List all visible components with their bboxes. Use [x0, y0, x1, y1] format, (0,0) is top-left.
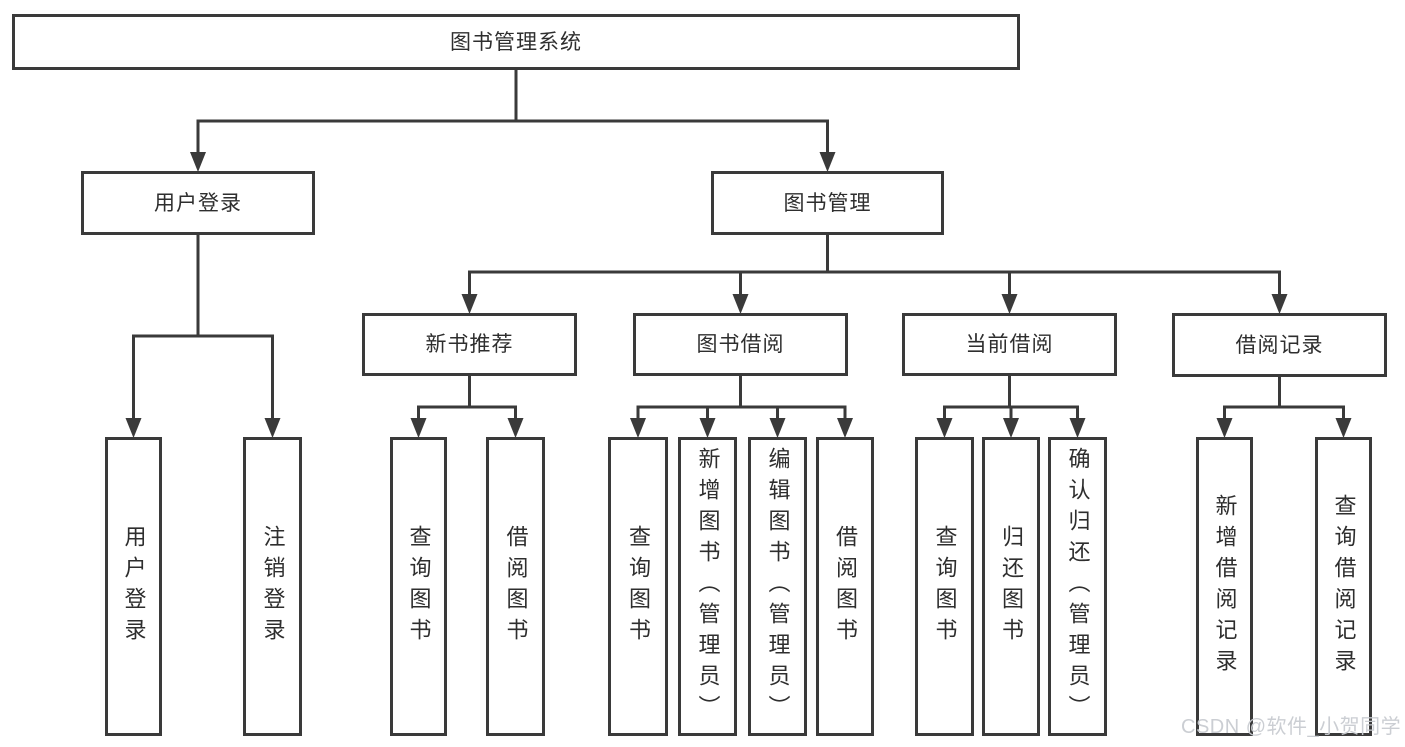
- node-confirm-return: 确认归还（管理员）: [1048, 437, 1107, 736]
- arrowhead-icon: [190, 152, 206, 172]
- arrowhead-icon: [732, 294, 749, 314]
- node-label-confirm-return: 确认归还（管理员）: [1065, 447, 1091, 726]
- node-book-mgmt: 图书管理: [711, 171, 944, 235]
- node-user-login: 用户登录: [81, 171, 315, 235]
- arrowhead-icon: [819, 152, 836, 172]
- arrowhead-icon: [1001, 294, 1018, 314]
- connector-user-login: [125, 234, 281, 438]
- arrowhead-icon: [410, 418, 427, 438]
- arrowhead-icon: [769, 418, 786, 438]
- node-root: 图书管理系统: [12, 14, 1020, 70]
- node-current-borrow: 当前借阅: [902, 313, 1117, 376]
- node-label-add-book: 新增图书（管理员）: [695, 447, 721, 726]
- arrowhead-icon: [699, 418, 716, 438]
- connector-root: [190, 69, 836, 172]
- arrowhead-icon: [1003, 418, 1019, 438]
- node-query-borrow-record: 查询借阅记录: [1315, 437, 1372, 736]
- arrowhead-icon: [507, 418, 524, 438]
- node-borrow-records: 借阅记录: [1172, 313, 1387, 377]
- node-label-new-book-rec: 新书推荐: [425, 333, 514, 356]
- arrowhead-icon: [125, 418, 142, 438]
- connector-new-book-rec: [410, 375, 524, 438]
- node-label-user-login: 用户登录: [154, 191, 242, 215]
- node-label-current-borrow: 当前借阅: [965, 333, 1054, 356]
- node-borrow-book-1: 借阅图书: [486, 437, 545, 736]
- arrowhead-icon: [1335, 418, 1352, 438]
- node-label-book-mgmt: 图书管理: [783, 191, 872, 215]
- arrowhead-icon: [264, 418, 281, 438]
- node-edit-book: 编辑图书（管理员）: [748, 437, 807, 736]
- node-add-book: 新增图书（管理员）: [678, 437, 737, 736]
- node-query-book-2: 查询图书: [608, 437, 668, 736]
- node-label-login: 用户登录: [121, 524, 147, 649]
- csdn-watermark: CSDN @软件_小贺同学: [1181, 716, 1402, 738]
- node-label-query-book-1: 查询图书: [406, 524, 432, 649]
- arrowhead-icon: [630, 418, 646, 438]
- node-query-book-3: 查询图书: [915, 437, 974, 736]
- node-label-borrow-records: 借阅记录: [1235, 333, 1324, 357]
- arrowhead-icon: [1069, 418, 1086, 438]
- node-query-book-1: 查询图书: [390, 437, 447, 736]
- arrowhead-icon: [1271, 294, 1288, 314]
- node-return-book: 归还图书: [982, 437, 1040, 736]
- connector-book-borrow: [630, 375, 853, 438]
- arrowhead-icon: [837, 418, 853, 438]
- node-label-book-borrow: 图书借阅: [696, 333, 785, 356]
- connector-book-mgmt: [461, 234, 1288, 314]
- node-book-borrow: 图书借阅: [633, 313, 848, 376]
- arrowhead-icon: [1216, 418, 1233, 438]
- arrowhead-icon: [936, 418, 953, 438]
- node-label-borrow-book-1: 借阅图书: [503, 524, 529, 649]
- node-label-query-book-2: 查询图书: [626, 524, 651, 649]
- node-new-book-rec: 新书推荐: [362, 313, 577, 376]
- node-label-edit-book: 编辑图书（管理员）: [765, 447, 791, 726]
- node-label-query-book-3: 查询图书: [932, 524, 958, 649]
- node-add-borrow-record: 新增借阅记录: [1196, 437, 1253, 736]
- node-label-add-borrow-record: 新增借阅记录: [1212, 493, 1238, 680]
- node-label-logout: 注销登录: [260, 524, 286, 649]
- connector-borrow-records: [1216, 376, 1352, 438]
- node-label-return-book: 归还图书: [999, 524, 1024, 649]
- node-login: 用户登录: [105, 437, 162, 736]
- node-label-root: 图书管理系统: [450, 30, 582, 54]
- node-logout: 注销登录: [243, 437, 302, 736]
- arrowhead-icon: [461, 294, 478, 314]
- node-label-query-borrow-record: 查询借阅记录: [1331, 493, 1357, 680]
- node-label-borrow-book-2: 借阅图书: [833, 524, 858, 649]
- node-borrow-book-2: 借阅图书: [816, 437, 874, 736]
- connector-current-borrow: [936, 375, 1086, 438]
